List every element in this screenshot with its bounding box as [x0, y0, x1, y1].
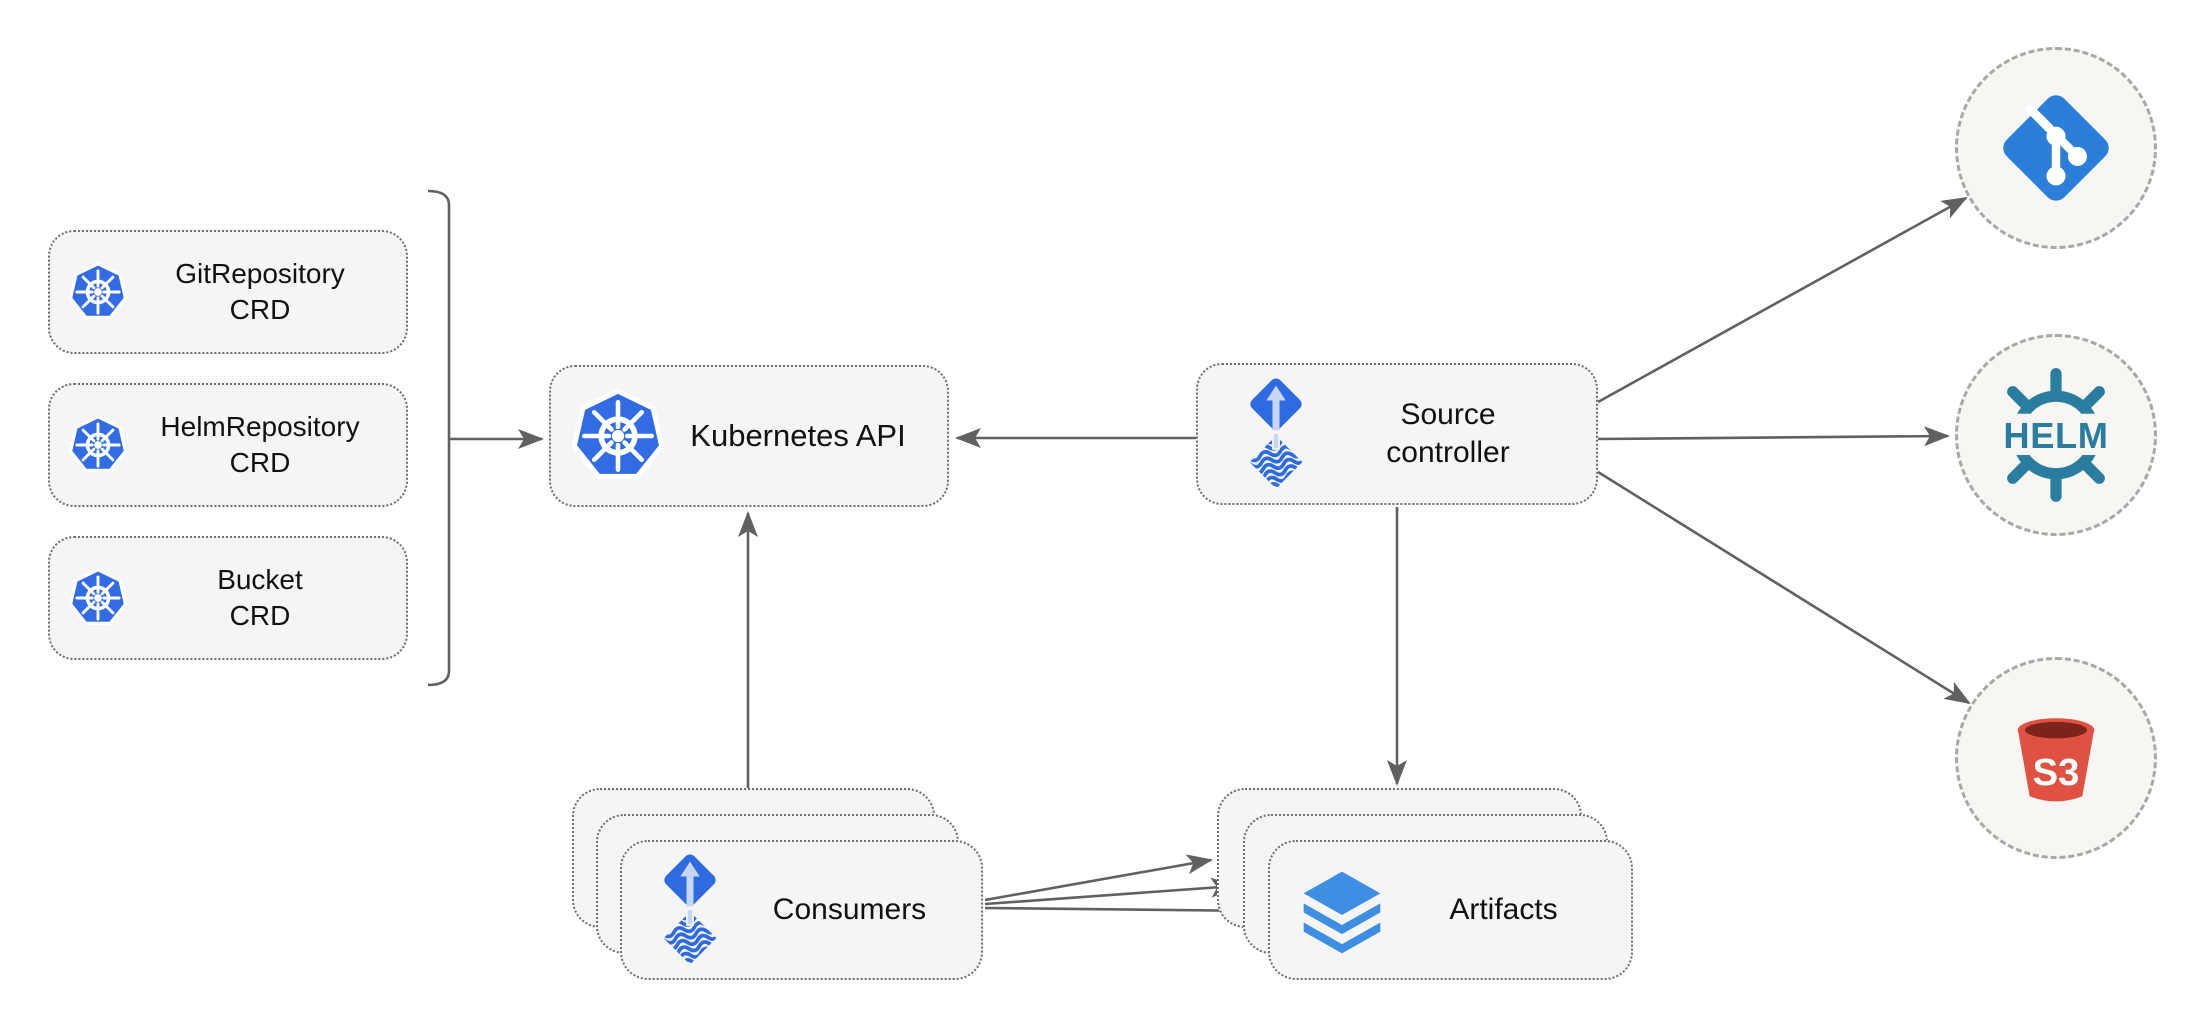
- bucket-crd-label: Bucket CRD: [217, 564, 303, 631]
- gitrepository-crd-box: GitRepository CRD: [48, 230, 408, 354]
- arrow-source-controller-to-s3: [1597, 470, 1971, 705]
- kubernetes-api-label: Kubernetes API: [690, 418, 906, 454]
- consumers-stack: Consumers: [572, 788, 983, 980]
- helmrepository-crd-box: HelmRepository CRD: [48, 383, 408, 507]
- artifacts-label: Artifacts: [1449, 892, 1558, 926]
- layers-icon: [1303, 871, 1381, 954]
- s3-wordmark: S3: [2033, 751, 2080, 794]
- arrow-source-controller-to-helm: [1597, 426, 1950, 447]
- bucket-crd-box: Bucket CRD: [48, 536, 408, 660]
- arrow-consumers-to-artifacts-1: [984, 854, 1213, 902]
- arrow-consumers-to-artifacts-3: [984, 900, 1264, 921]
- s3-icon: S3: [2017, 718, 2095, 802]
- kubernetes-icon: [68, 568, 128, 625]
- helm-wordmark: HELM: [2003, 415, 2108, 456]
- kubernetes-icon: [68, 262, 128, 319]
- artifacts-box: Artifacts: [1268, 840, 1633, 980]
- kubernetes-api-box: Kubernetes API: [549, 365, 949, 507]
- git-remote-circle: [1955, 47, 2157, 249]
- git-icon: [2003, 95, 2109, 201]
- flux-icon: [1249, 378, 1303, 489]
- arrow-consumers-to-artifacts-2: [984, 877, 1237, 906]
- helm-repository-circle: HELM: [1955, 334, 2157, 536]
- consumers-label: Consumers: [772, 892, 927, 926]
- source-controller-box: Source controller: [1196, 363, 1598, 505]
- arrow-source-controller-to-git: [1597, 196, 1968, 404]
- gitrepository-crd-label: GitRepository CRD: [175, 258, 345, 325]
- s3-bucket-circle: S3: [1955, 657, 2157, 859]
- helmrepository-crd-label: HelmRepository CRD: [160, 411, 360, 478]
- kubernetes-icon: [68, 415, 128, 472]
- crd-group-bracket: [427, 189, 451, 687]
- helm-icon: HELM: [1986, 368, 2126, 502]
- consumers-box: Consumers: [620, 840, 983, 980]
- artifacts-stack: Artifacts: [1217, 788, 1633, 980]
- flux-icon: [663, 854, 717, 965]
- source-controller-label: Source controller: [1386, 397, 1510, 469]
- kubernetes-icon: [571, 388, 665, 479]
